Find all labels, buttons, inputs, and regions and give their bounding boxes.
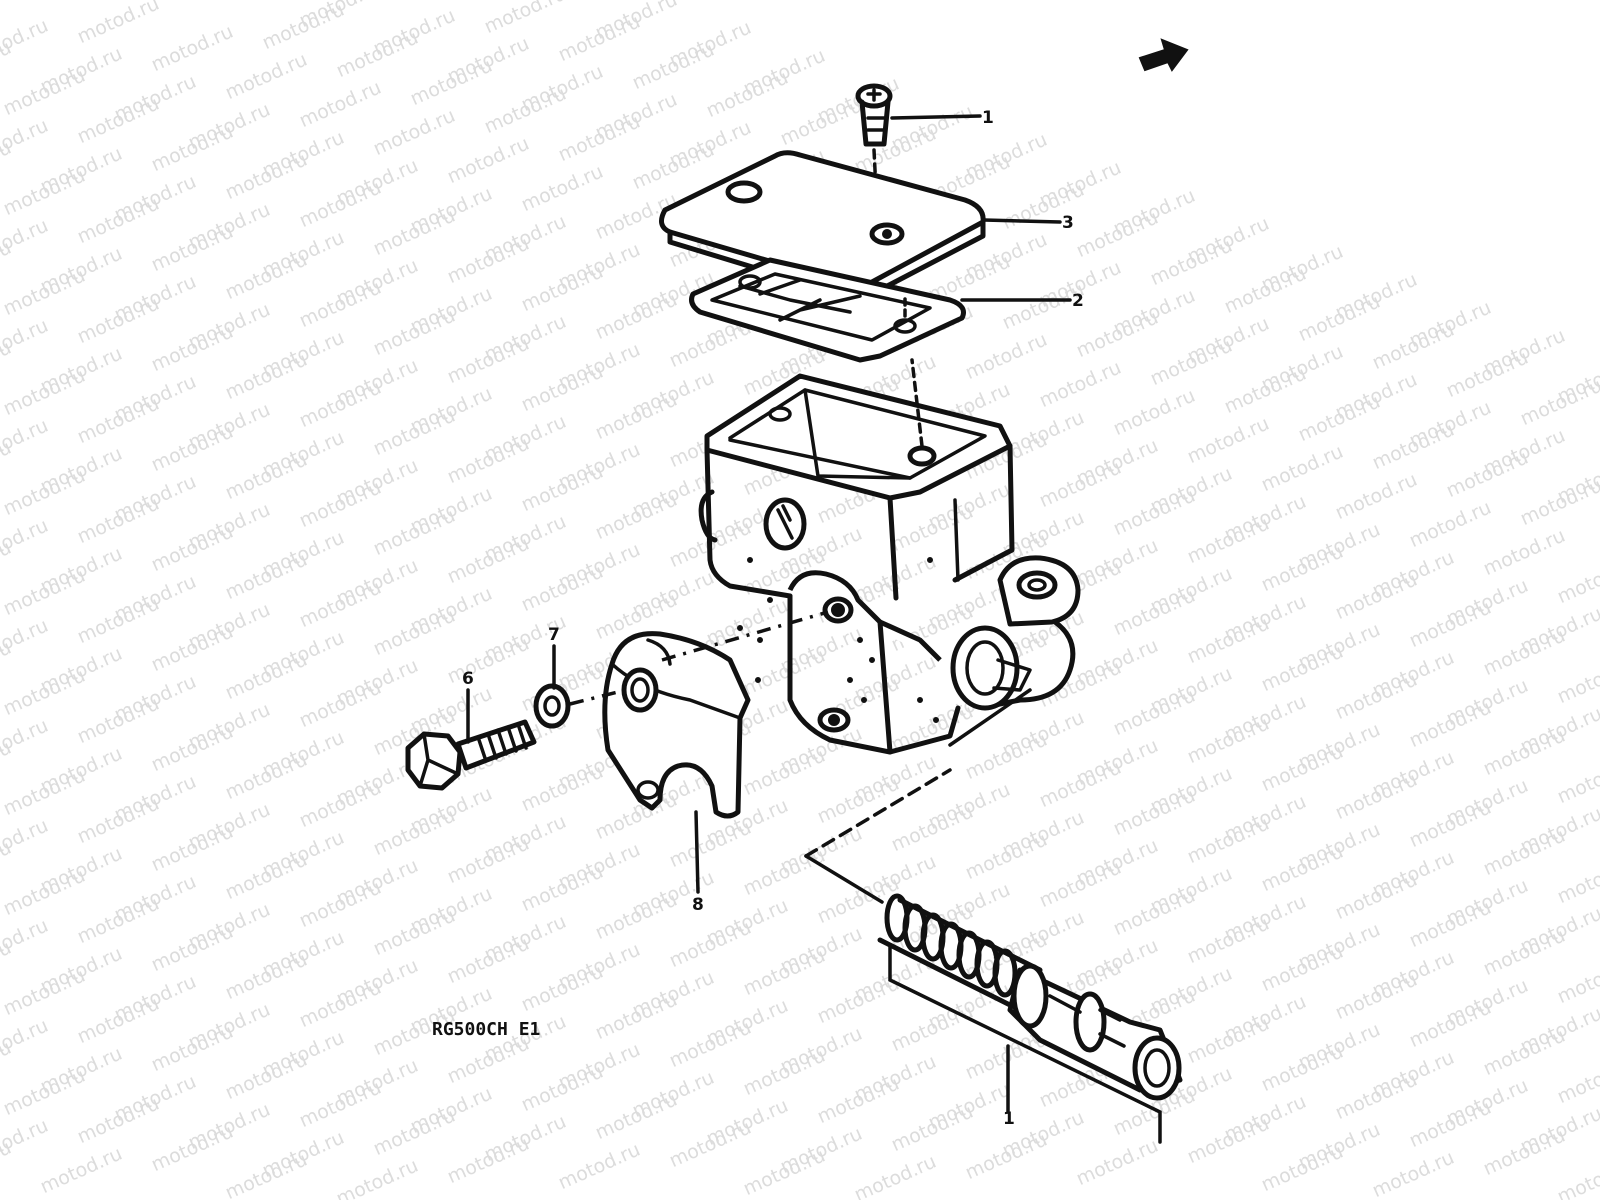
reservoir-cap [658,150,986,299]
clamp-holder [602,631,751,819]
callout-cap: 3 [1062,213,1074,233]
arrow-right-icon [1138,38,1189,72]
callout-screw: 1 [982,108,994,128]
callout-piston-set: 1 [1003,1109,1015,1129]
master-cylinder-body [698,358,1081,755]
clamp-bolt [405,719,537,791]
piston-set [877,893,1183,1101]
diaphragm [689,257,966,363]
callout-bolt: 6 [462,669,474,689]
callout-washer: 7 [548,625,560,645]
assembly-guide-lines [569,610,1032,904]
washer [533,683,571,729]
model-label: RG500CH E1 [432,1019,540,1040]
cap-screw [855,83,893,232]
callout-diaphragm: 2 [1072,291,1084,311]
callout-holder: 8 [692,895,704,915]
leader-lines [466,114,1162,1144]
